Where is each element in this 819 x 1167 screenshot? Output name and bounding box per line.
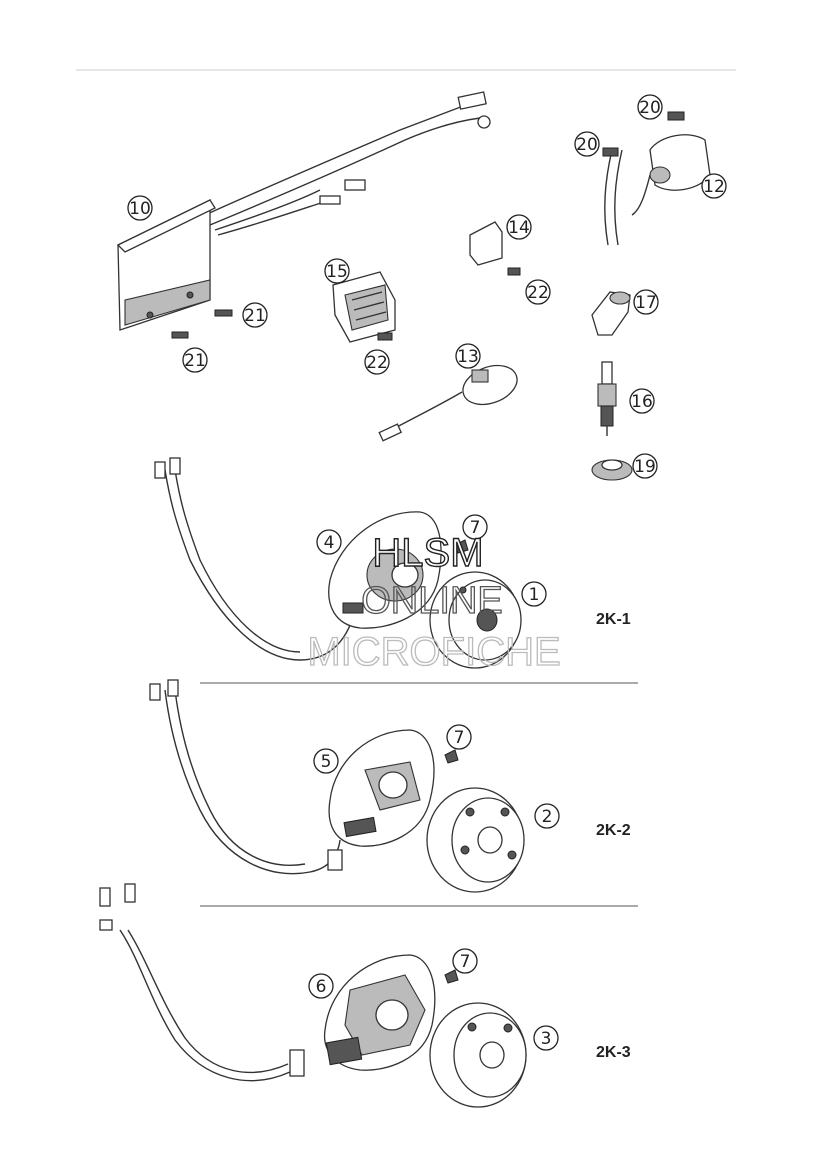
spark-plug-cap-drawing (591, 291, 631, 336)
callout-number: 12 (703, 177, 725, 197)
spark-plug-drawing (597, 361, 617, 436)
callout-number: 22 (527, 283, 549, 303)
callout-number: 4 (324, 533, 335, 553)
ignition-coil-drawing (602, 111, 711, 246)
callout-number: 2 (542, 807, 553, 827)
version-label-2k3: 2K-3 (596, 1044, 631, 1061)
callout-15: 15 (324, 258, 350, 284)
callout-1: 1 (521, 581, 547, 607)
callout-number: 20 (576, 135, 598, 155)
callout-number: 20 (639, 98, 661, 118)
callout-21-lower: 21 (182, 347, 208, 373)
callout-3: 3 (533, 1025, 559, 1051)
relay-drawing (469, 221, 521, 276)
callout-number: 22 (366, 353, 388, 373)
callout-number: 13 (457, 347, 479, 367)
stator-2k1-drawing (154, 457, 522, 669)
watermark-line-2: ONLINE (361, 580, 502, 622)
callout-22-upper: 22 (525, 279, 551, 305)
callout-2: 2 (534, 803, 560, 829)
callout-20-lower: 20 (574, 131, 600, 157)
version-label-2k2: 2K-2 (596, 822, 631, 839)
grommet-drawing (591, 459, 633, 481)
cdi-unit-drawing (116, 91, 491, 339)
callout-5: 5 (313, 748, 339, 774)
callout-6: 6 (308, 973, 334, 999)
callout-number: 7 (454, 728, 465, 748)
callout-14: 14 (506, 214, 532, 240)
callout-4: 4 (316, 529, 342, 555)
callout-22-lower: 22 (364, 349, 390, 375)
callout-number: 5 (321, 752, 332, 772)
callout-7-first: 7 (462, 514, 488, 540)
callout-16: 16 (629, 388, 655, 414)
callout-number: 14 (508, 218, 530, 238)
callout-number: 21 (184, 351, 206, 371)
callout-10: 10 (127, 195, 153, 221)
callout-number: 17 (635, 293, 657, 313)
callout-number: 1 (529, 585, 540, 605)
callout-19: 19 (632, 453, 658, 479)
callout-20-upper: 20 (637, 94, 663, 120)
callout-13: 13 (455, 343, 481, 369)
callout-number: 6 (316, 977, 327, 997)
capacitor-drawing (378, 364, 518, 442)
callout-number: 7 (460, 952, 471, 972)
callout-number: 19 (634, 457, 656, 477)
watermark-line-3: MICROFICHE (307, 630, 560, 674)
callout-12: 12 (701, 173, 727, 199)
stator-2k3-drawing (99, 883, 527, 1108)
callout-17: 17 (633, 289, 659, 315)
callout-7-second: 7 (446, 724, 472, 750)
callout-number: 15 (326, 262, 348, 282)
callout-number: 21 (244, 306, 266, 326)
callout-number: 16 (631, 392, 653, 412)
watermark: HLSM ONLINE MICROFICHE (307, 530, 562, 674)
callout-number: 10 (129, 199, 151, 219)
callout-21-upper: 21 (242, 302, 268, 328)
voltage-regulator-drawing (332, 271, 396, 343)
callout-number: 7 (470, 518, 481, 538)
version-label-2k1: 2K-1 (596, 611, 631, 628)
callout-7-third: 7 (452, 948, 478, 974)
watermark-line-1: HLSM (372, 531, 483, 575)
stator-2k2-drawing (149, 679, 525, 893)
callout-number: 3 (541, 1029, 552, 1049)
